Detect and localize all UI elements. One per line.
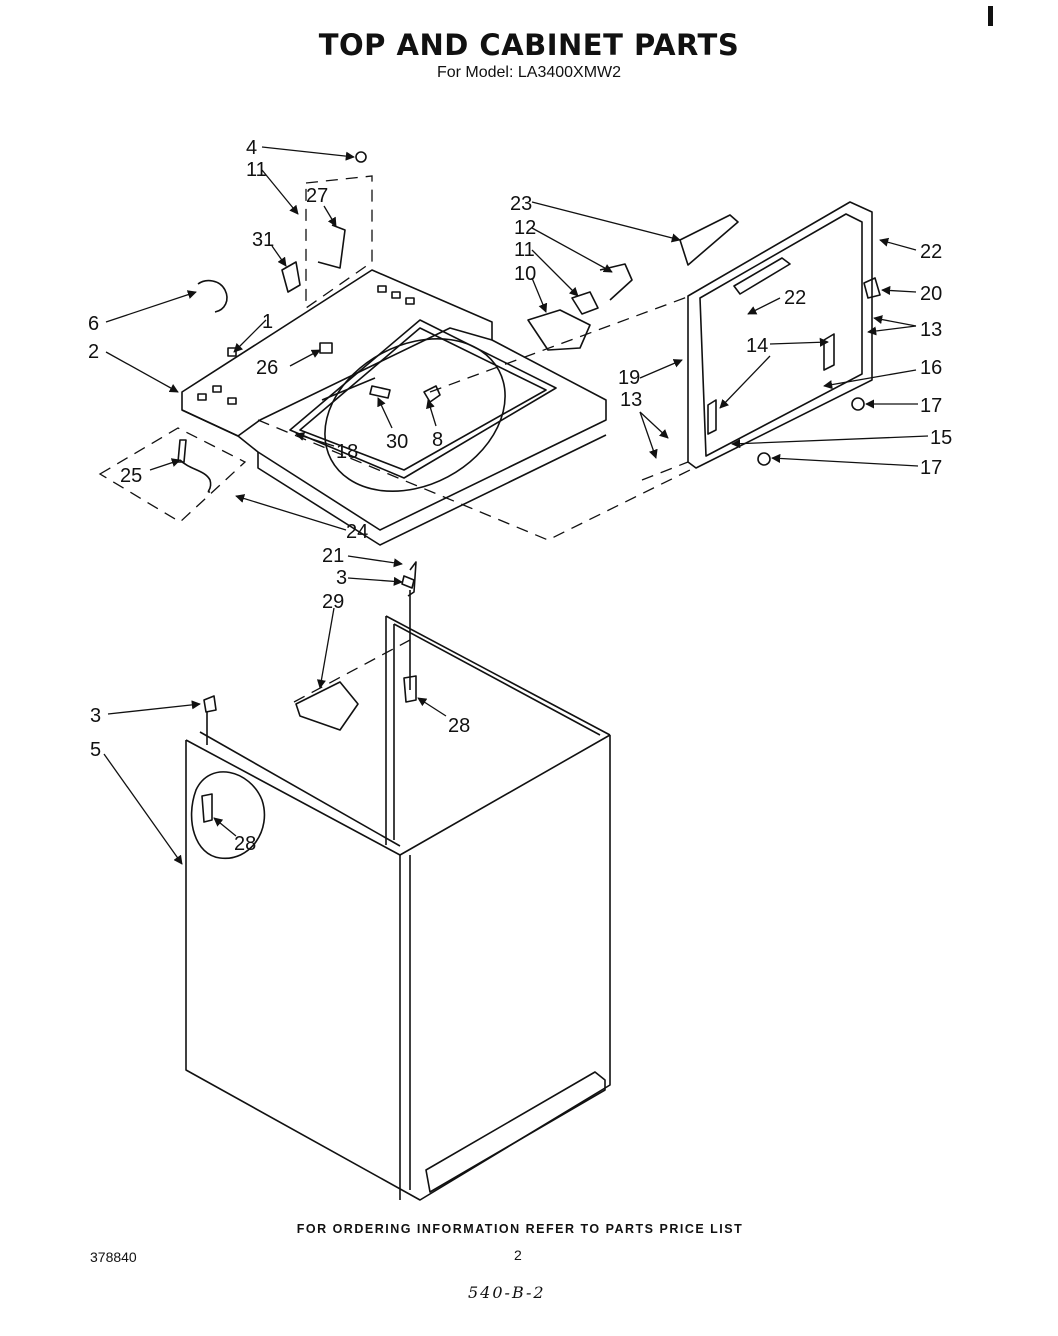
page-number: 2 [514,1247,522,1263]
washer-top-assembly [181,269,607,546]
callout-3-upper: 3 [336,567,347,589]
callout-15: 15 [930,427,952,449]
callout-8: 8 [432,429,443,451]
callout-5: 5 [90,739,101,761]
callout-1: 1 [262,311,273,333]
callout-17-top: 17 [920,395,942,417]
callout-18: 18 [336,441,358,463]
callout-6: 6 [88,313,99,335]
callout-9: 11 [246,159,267,181]
callout-14: 14 [746,335,768,357]
callout-22-top: 22 [920,241,942,263]
callout-31: 31 [252,229,274,251]
handwritten-code: 540-B-2 [468,1283,546,1302]
callout-23: 23 [510,193,532,215]
callout-11: 11 [514,239,535,261]
lid [679,201,873,469]
callout-13-left: 13 [620,389,642,411]
callout-19: 19 [618,367,640,389]
model-subtitle: For Model: LA3400XMW2 [436,64,622,81]
callout-24: 24 [346,521,368,543]
callout-13-right: 13 [920,319,942,341]
callout-4: 4 [246,137,257,159]
cabinet [185,615,611,1201]
callout-21: 21 [322,545,344,567]
callout-22-mid: 22 [784,287,806,309]
harness-dashed-box [305,175,373,310]
callout-28-upper: 28 [448,715,470,737]
callout-29: 29 [322,591,344,613]
document-number: 378840 [90,1249,137,1265]
page-title: TOP AND CABINET PARTS [318,28,740,62]
ordering-info-note: FOR ORDERING INFORMATION REFER TO PARTS … [296,1222,744,1236]
callout-2: 2 [88,341,99,363]
callout-20: 20 [920,283,942,305]
callout-25: 25 [120,465,142,487]
callout-28-lower: 28 [234,833,256,855]
callout-16: 16 [920,357,942,379]
callout-30: 30 [386,431,408,453]
callout-10: 10 [514,263,536,285]
callout-17-bottom: 17 [920,457,942,479]
corner-mark [988,6,993,26]
callout-12: 12 [514,217,536,239]
switch-dashed-box [98,427,247,523]
small-parts [177,151,881,823]
callout-3-lower: 3 [90,705,101,727]
callout-27: 27 [306,185,328,207]
callout-26: 26 [256,357,278,379]
